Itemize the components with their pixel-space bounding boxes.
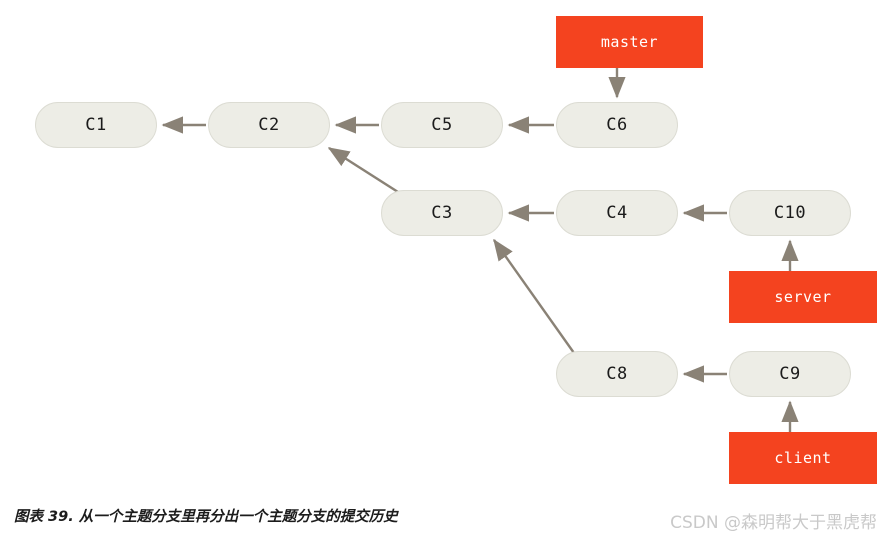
commit-node-c9[interactable]: C9 xyxy=(729,351,851,397)
branch-label-server[interactable]: server xyxy=(729,271,877,323)
edge-c8-to-c3 xyxy=(493,238,575,354)
branch-label-master[interactable]: master xyxy=(556,16,703,68)
commit-node-c5[interactable]: C5 xyxy=(381,102,503,148)
branch-label-client[interactable]: client xyxy=(729,432,877,484)
commit-node-c4[interactable]: C4 xyxy=(556,190,678,236)
edge-c3-to-c2 xyxy=(327,146,399,194)
csdn-watermark: CSDN @森明帮大于黑虎帮 xyxy=(670,513,877,533)
commit-node-c1[interactable]: C1 xyxy=(35,102,157,148)
commit-node-c10[interactable]: C10 xyxy=(729,190,851,236)
figure-caption: 图表 39. 从一个主题分支里再分出一个主题分支的提交历史 xyxy=(14,509,398,525)
commit-node-c8[interactable]: C8 xyxy=(556,351,678,397)
commit-node-c6[interactable]: C6 xyxy=(556,102,678,148)
commit-node-c3[interactable]: C3 xyxy=(381,190,503,236)
commit-node-c2[interactable]: C2 xyxy=(208,102,330,148)
